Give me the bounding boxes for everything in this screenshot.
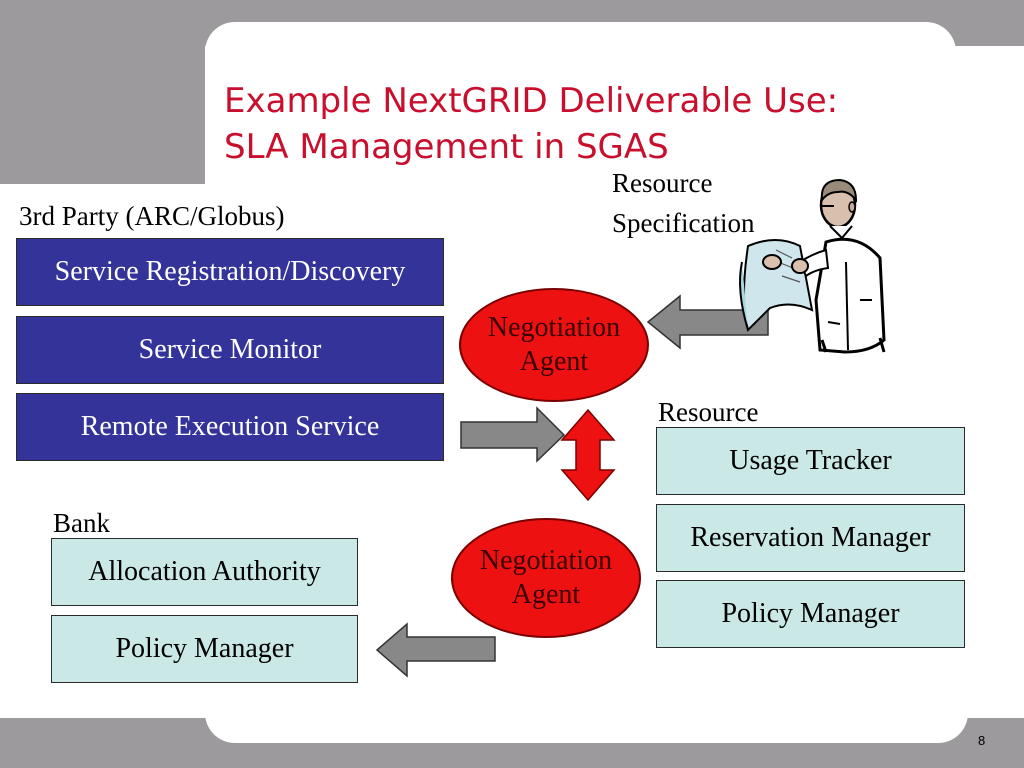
usage-tracker-box: Usage Tracker <box>656 427 965 495</box>
top-rounded-panel <box>205 22 956 82</box>
bank-heading: Bank <box>53 508 110 538</box>
third-party-heading: 3rd Party (ARC/Globus) <box>19 201 285 231</box>
allocation-authority-box: Allocation Authority <box>51 538 358 606</box>
agent-top-line-1: Negotiation <box>487 312 621 343</box>
agent-bottom-line-2: Agent <box>511 579 581 610</box>
resource-heading: Resource <box>658 397 759 427</box>
bank-policy-manager-box: Policy Manager <box>51 615 358 683</box>
arrow-spec-to-agent <box>646 294 769 350</box>
resource-spec-line-2: Specification <box>612 208 755 238</box>
title-line-2: SLA Management in SGAS <box>224 127 669 167</box>
slide-title: Example NextGRID Deliverable Use: SLA Ma… <box>224 78 984 170</box>
remote-execution-box: Remote Execution Service <box>16 393 444 461</box>
agent-top-line-2: Agent <box>519 346 589 377</box>
service-registration-box: Service Registration/Discovery <box>16 238 444 306</box>
title-line-1: Example NextGRID Deliverable Use: <box>224 81 839 121</box>
agent-bottom-line-1: Negotiation <box>479 545 613 576</box>
top-right-band <box>956 22 1024 46</box>
scientist-reading-paper-icon <box>739 178 886 354</box>
bottom-rounded-panel <box>205 700 968 743</box>
reservation-manager-box: Reservation Manager <box>656 504 965 572</box>
arrow-agent-to-bank <box>375 622 496 678</box>
top-left-band <box>0 46 205 184</box>
bottom-left-panel <box>0 690 236 718</box>
negotiation-agent-bottom: Negotiation Agent <box>451 518 641 638</box>
arrow-execution-to-agent <box>460 406 566 463</box>
service-monitor-box: Service Monitor <box>16 316 444 384</box>
resource-policy-manager-box: Policy Manager <box>656 580 965 648</box>
negotiation-agent-top: Negotiation Agent <box>459 288 649 402</box>
arrow-agent-negotiation <box>560 408 616 502</box>
resource-spec-line-1: Resource <box>612 168 713 198</box>
page-number: 8 <box>978 733 986 748</box>
